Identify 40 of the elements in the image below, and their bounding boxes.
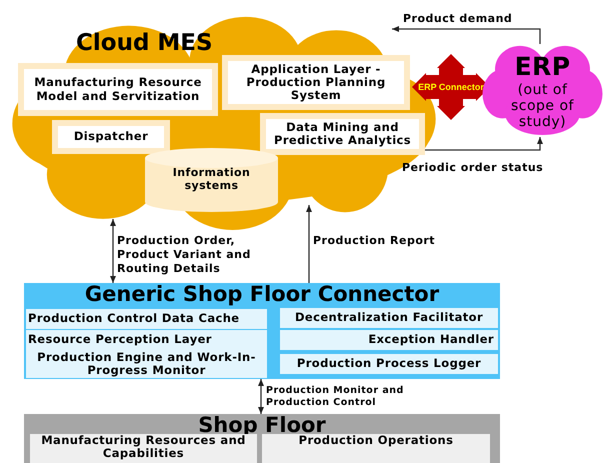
node-label: Production Operations [298,434,454,448]
connector-panel [24,283,500,379]
component-box [262,434,490,463]
edge-label: Production Monitor and Production Control [266,385,405,409]
component-box [280,354,498,374]
node-label: ERP Connector [418,82,484,92]
component-box [30,434,257,463]
module-box [260,113,425,155]
arrow [306,205,312,283]
module-box [18,63,218,116]
node-label: Resource Perception Layer [28,333,212,347]
module-box [222,55,410,110]
node-label: Application Layer - Production Planning System [245,62,387,102]
arrow [425,137,543,151]
component-box [26,309,267,329]
arrow [110,219,116,283]
node-label: Information systems [172,167,252,193]
node-label: Decentralization Facilitator [294,311,484,325]
component-box [280,308,498,328]
node-label: Manufacturing Resources and Capabilities [40,434,246,460]
edge-label: Periodic order status [402,161,544,175]
component-box [26,330,267,350]
node-label: (out of scope of study) [510,82,575,131]
node-label: Manufacturing Resource Model and Servitization [33,76,203,103]
node-label: Production Engine and Work-In-Progress Monitor [36,350,257,378]
node-label: Production Process Logger [296,357,482,371]
node-label: Dispatcher [74,130,148,144]
module-box [52,120,170,154]
edge-label: Product demand [403,12,514,26]
arrow [258,379,264,414]
edge-label: Production Order, Product Variant and Routing Details [117,234,252,276]
node-label: Data Mining and Predictive Analytics [272,120,412,148]
panel-title: Generic Shop Floor Connector [84,282,440,306]
node-label: Production Control Data Cache [28,312,240,326]
component-box [280,330,498,350]
arrow [392,26,541,44]
cloud-title: ERP [514,53,570,82]
node-label: Exception Handler [368,333,494,347]
shop-floor-panel [24,414,500,463]
edge-label: Production Report [313,234,436,248]
